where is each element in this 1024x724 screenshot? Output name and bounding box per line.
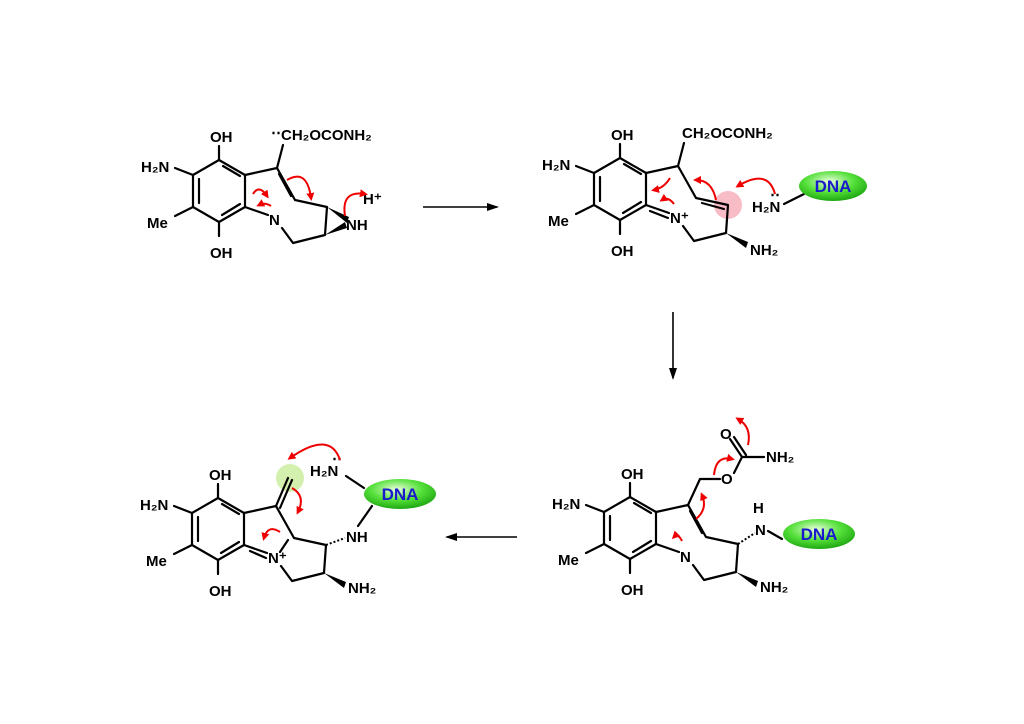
ester-oxygen-label: O [721, 471, 733, 488]
methyl-label: Me [558, 552, 579, 569]
dna-amine-label: H₂N [310, 463, 338, 480]
electron-arrow [287, 443, 341, 461]
structure-4-crosslink-precursor: OH OH H₂N Me N⁺ NH NH₂ H₂N ‥ DNA [140, 443, 436, 600]
electron-arrow [651, 177, 671, 193]
amine-label: H₂N [141, 159, 169, 176]
oh-label: OH [621, 582, 644, 599]
electron-arrow [693, 176, 717, 201]
oh-label: OH [209, 583, 232, 600]
methyl-label: Me [146, 553, 167, 570]
electron-arrow [713, 453, 735, 476]
aziridine-nh-label: NH [346, 217, 368, 234]
electron-arrow [261, 528, 281, 541]
lone-pair: ‥ [332, 447, 342, 464]
oh-label: OH [611, 127, 634, 144]
amino-label: NH₂ [760, 579, 788, 596]
iminium-label: N⁺ [268, 550, 287, 567]
oh-label: OH [210, 129, 233, 146]
iminium-label: N⁺ [670, 210, 689, 227]
electron-arrow [286, 175, 315, 201]
dna-nh-label: NH [346, 529, 368, 546]
dna-ellipse [364, 479, 436, 509]
nitrogen-label: N [269, 212, 280, 229]
methyl-label: Me [147, 215, 168, 232]
amine-label: H₂N [140, 497, 168, 514]
electron-arrow [695, 492, 708, 520]
amine-label: H₂N [552, 496, 580, 513]
carbamate-label: CH₂OCONH₂ [682, 125, 773, 142]
dna-label: DNA [801, 525, 838, 544]
structure-1-mitomycin: OH OH H₂N Me N ‥ CH₂OCONH₂ NH H⁺ [141, 121, 382, 262]
nitrogen-label: N [680, 549, 691, 566]
dna-ellipse [799, 171, 867, 201]
electron-arrow [735, 177, 776, 195]
methyl-label: Me [548, 213, 569, 230]
electron-arrow [252, 188, 269, 199]
dna-label: DNA [382, 485, 419, 504]
nh-label: N [755, 522, 766, 539]
structure-2-iminium: OH OH H₂N Me N⁺ CH₂OCONH₂ NH₂ H₂N ‥ DNA [542, 125, 867, 260]
oh-label: OH [209, 467, 232, 484]
electron-arrow [291, 487, 304, 515]
lone-pair: ‥ [271, 121, 281, 138]
carbonyl-oxygen-label: O [720, 426, 732, 443]
highlight-circle [276, 464, 304, 492]
oh-label: OH [621, 466, 644, 483]
nh-h-label: H [753, 500, 764, 517]
amine-label: H₂N [542, 157, 570, 174]
dna-label: DNA [815, 177, 852, 196]
electron-arrow [256, 199, 272, 207]
carbamoyl-nh2-label: NH₂ [766, 449, 794, 466]
electron-arrow [659, 193, 675, 205]
dna-ellipse [783, 519, 855, 549]
amino-label: NH₂ [750, 242, 778, 259]
electron-arrow [671, 530, 683, 542]
structure-3-dna-adduct: OH OH H₂N Me N O O NH₂ H N DNA NH₂ [552, 417, 855, 599]
oh-label: OH [210, 245, 233, 262]
electron-arrow [343, 189, 368, 217]
carbamate-label: CH₂OCONH₂ [281, 127, 372, 144]
oh-label: OH [611, 243, 634, 260]
dna-amine-label: H₂N [752, 199, 780, 216]
amino-label: NH₂ [348, 580, 376, 597]
proton-label: H⁺ [363, 191, 382, 208]
electron-arrow [735, 417, 750, 446]
